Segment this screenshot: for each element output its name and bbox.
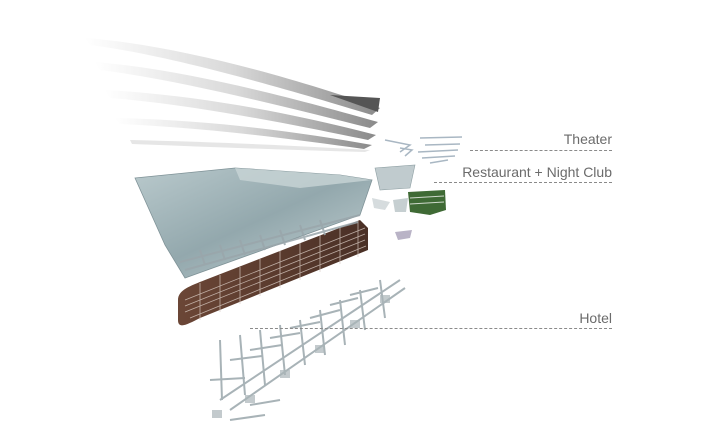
label-theater: Theater	[563, 131, 612, 147]
leader-line-theater	[470, 150, 612, 151]
label-restaurant-night-club: Restaurant + Night Club	[462, 164, 612, 180]
roof-shells	[85, 38, 380, 152]
structural-frames	[179, 214, 406, 421]
leader-line-restaurant	[434, 182, 612, 183]
glass-volume	[134, 164, 416, 279]
label-hotel: Hotel	[579, 310, 612, 326]
leader-line-hotel	[250, 328, 612, 329]
theater-level	[384, 136, 463, 164]
hotel-facade	[178, 220, 368, 326]
hotel-unit-modules	[212, 295, 390, 418]
restaurant-nightclub-level	[372, 190, 446, 240]
